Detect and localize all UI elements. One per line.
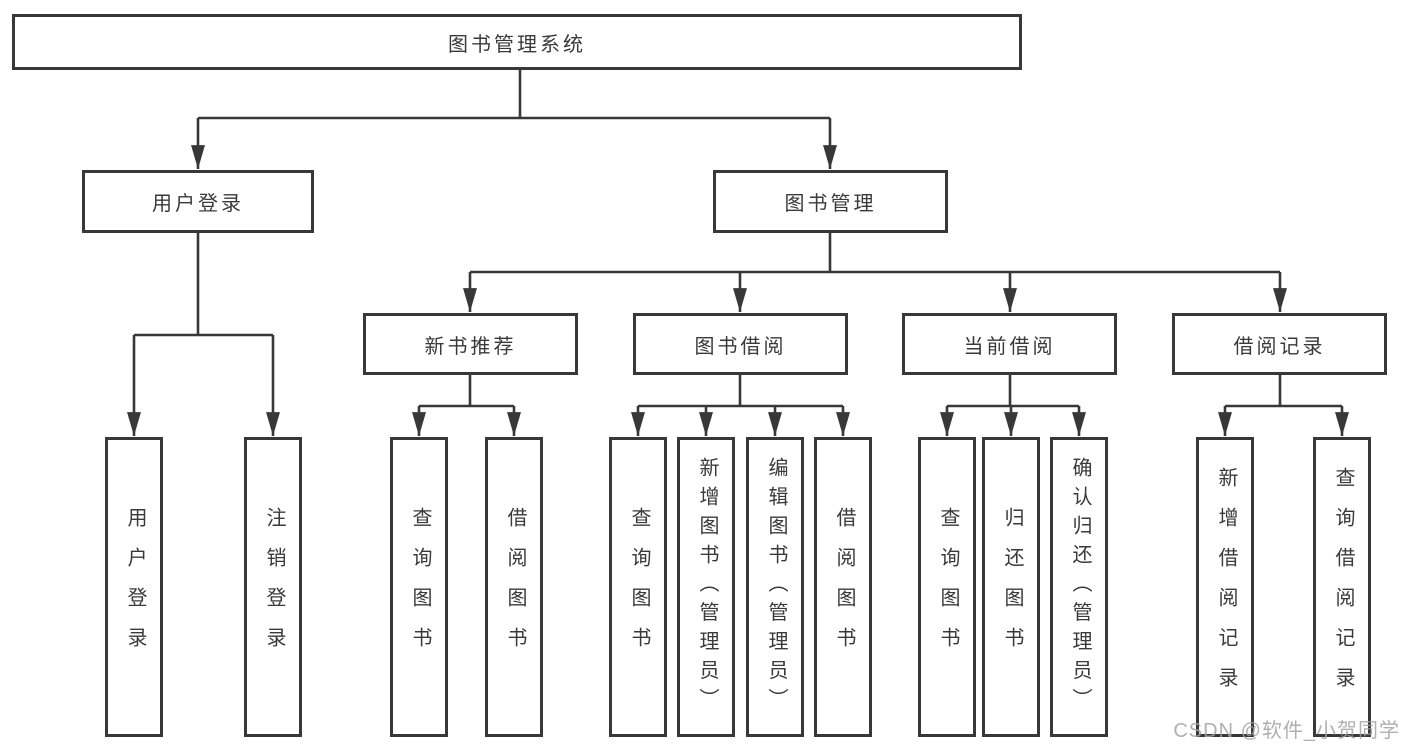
watermark: CSDN @软件_小贺同学 — [1173, 720, 1400, 742]
node-user-login: 用户登录 — [82, 170, 314, 233]
node-book-management: 图书管理 — [713, 170, 948, 233]
leaf-add-book-admin: 新增图书（管理员） — [677, 437, 735, 737]
leaf-current-query-book: 查询图书 — [918, 437, 976, 737]
node-root: 图书管理系统 — [12, 14, 1022, 70]
node-current-borrow: 当前借阅 — [902, 313, 1117, 375]
node-book-borrow: 图书借阅 — [633, 313, 848, 375]
leaf-add-borrow-record: 新增借阅记录 — [1196, 437, 1254, 737]
leaf-borrow-book: 借阅图书 — [814, 437, 872, 737]
node-new-book-recommend: 新书推荐 — [363, 313, 578, 375]
leaf-logout: 注销登录 — [244, 437, 302, 737]
leaf-confirm-return-admin: 确认归还（管理员） — [1050, 437, 1108, 737]
leaf-borrow-query-book: 查询图书 — [609, 437, 667, 737]
leaf-user-login: 用户登录 — [105, 437, 163, 737]
node-borrow-record: 借阅记录 — [1172, 313, 1387, 375]
leaf-return-book: 归还图书 — [982, 437, 1040, 737]
leaf-recommend-query-book: 查询图书 — [390, 437, 448, 737]
leaf-query-borrow-record: 查询借阅记录 — [1313, 437, 1371, 737]
leaf-recommend-borrow-book: 借阅图书 — [485, 437, 543, 737]
leaf-edit-book-admin: 编辑图书（管理员） — [746, 437, 804, 737]
